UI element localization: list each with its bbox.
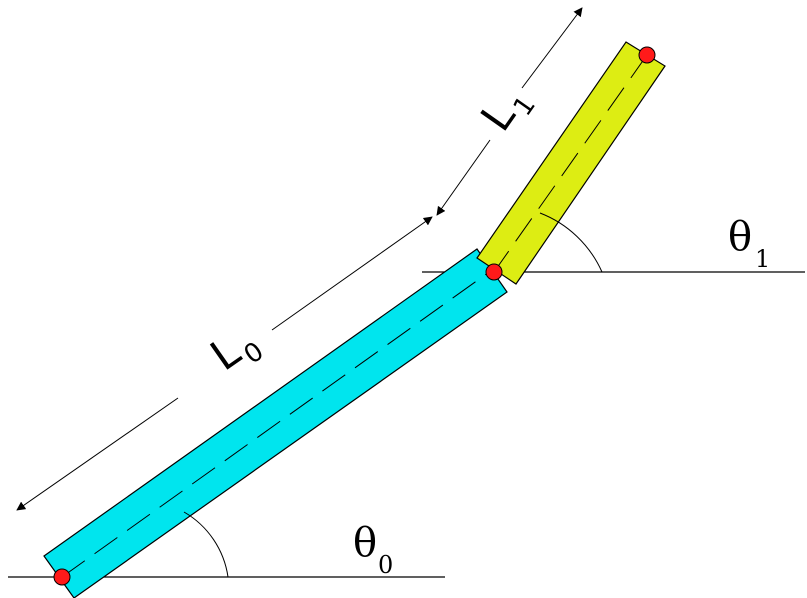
label-l0: L 0	[202, 326, 270, 380]
joint-elbow	[485, 263, 503, 281]
label-l1: L 1	[471, 91, 542, 140]
link-0-body	[43, 248, 508, 598]
dimension-line-l0-upper	[271, 216, 433, 331]
label-theta1-subscript: 1	[755, 245, 770, 273]
angle-1-arc	[539, 212, 603, 273]
label-theta1-symbol: θ	[728, 214, 752, 260]
label-theta0-symbol: θ	[353, 520, 377, 566]
dimension-line-l1-lower	[436, 139, 491, 216]
angle-0-arc	[183, 511, 229, 578]
link-0-centerline	[61, 269, 493, 578]
joint-base	[53, 568, 71, 586]
dimension-line-l1-upper	[521, 7, 583, 89]
label-theta0-subscript: 0	[378, 551, 393, 579]
dimension-line-l0-lower	[16, 397, 179, 511]
joint-end-effector	[638, 46, 656, 64]
link-1-centerline	[493, 54, 648, 273]
label-l0-symbol: L	[202, 326, 250, 380]
